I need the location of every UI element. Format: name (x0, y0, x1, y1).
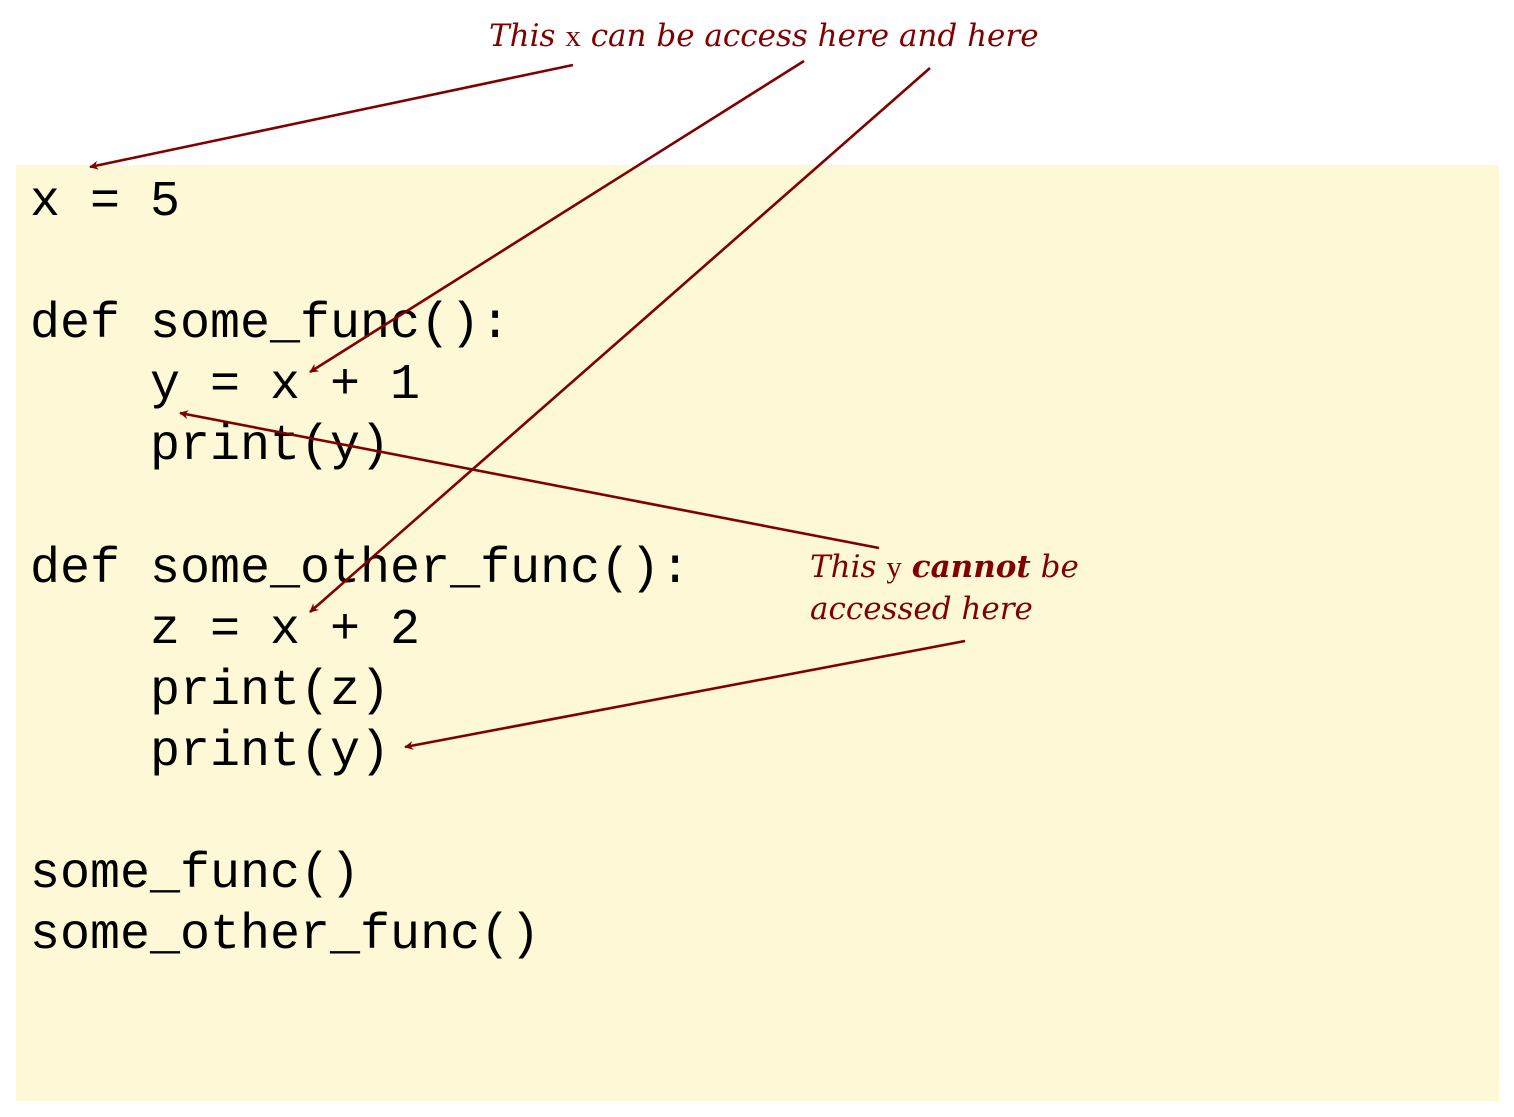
code-line-13: some_other_func() (30, 907, 541, 964)
code-line-5: print(y) (30, 418, 391, 475)
code-line-3: def some_func(): (30, 296, 511, 353)
annotation-y-var: y (886, 549, 902, 584)
code-line-10: print(y) (30, 724, 391, 781)
annotation-y-emphasis: cannot (911, 549, 1031, 585)
annotation-y-suffix: be (1040, 549, 1079, 585)
arrow-x-definition (89, 63, 574, 170)
annotation-y-scope: This y cannot be accessed here (810, 546, 1079, 630)
code-line-12: some_func() (30, 846, 361, 903)
code-line-9: print(z) (30, 663, 391, 720)
annotation-x-scope: This x can be access here and here (489, 16, 1039, 56)
annotation-y-prefix: This (810, 549, 877, 585)
annotation-y-line1: This y cannot be (810, 546, 1079, 588)
annotation-x-prefix: This (489, 18, 556, 54)
code-line-7: def some_other_func(): (30, 541, 691, 598)
annotation-x-var: x (565, 18, 581, 53)
code-line-1: x = 5 (30, 174, 181, 231)
code-line-8: z = x + 2 (30, 602, 421, 659)
annotation-y-line2: accessed here (810, 591, 1033, 627)
code-line-4: y = x + 1 (30, 357, 421, 414)
annotation-x-suffix: can be access here and here (590, 18, 1039, 54)
